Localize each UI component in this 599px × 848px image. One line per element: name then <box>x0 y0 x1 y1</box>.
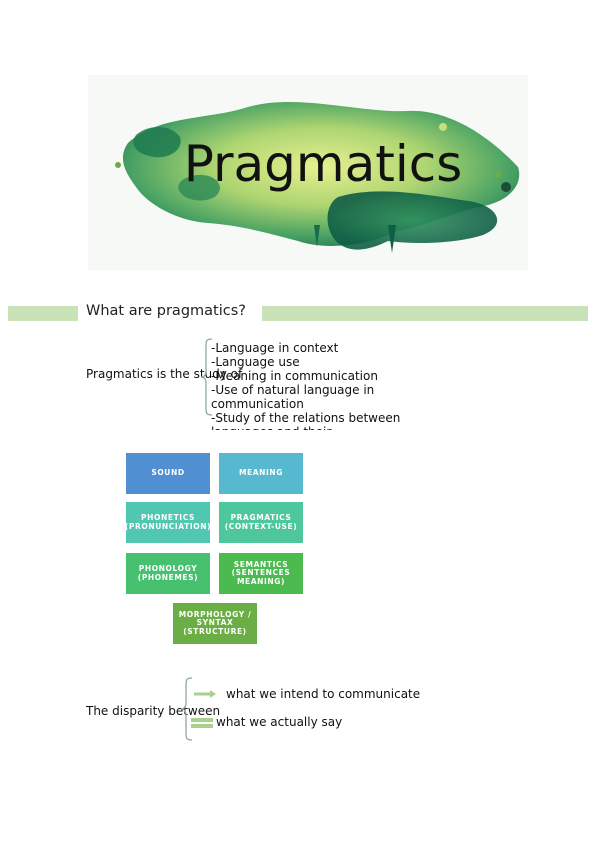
section-heading: What are pragmatics? <box>86 303 246 319</box>
box-meaning: MEANING <box>219 453 303 494</box>
heading-bar-right <box>262 306 588 321</box>
heading-bar-left <box>8 306 78 321</box>
definition-item: -Language in context <box>211 341 339 355</box>
box-phonology: PHONOLOGY (PHONEMES) <box>126 553 210 594</box>
definition-list: -Language in context -Language use -Mean… <box>211 341 401 430</box>
disparity-first: what we intend to communicate <box>226 687 421 701</box>
watercolor-splash-image <box>88 75 528 270</box>
box-semantics: SEMANTICS (SENTENCES MEANING) <box>219 553 303 594</box>
double-bar-icon <box>191 718 213 728</box>
definition-item: -Meaning in communication <box>211 369 378 383</box>
title-banner: Pragmatics <box>88 75 528 270</box>
box-pragmatics: PRAGMATICS (CONTEXT-USE) <box>219 502 303 543</box>
page-title: Pragmatics <box>183 134 463 193</box>
arrow-right-icon <box>194 690 216 698</box>
box-phonetics: PHONETICS (PRONUNCIATION) <box>125 502 211 543</box>
disparity-label: The disparity between <box>86 704 221 718</box>
definition-item: -Language use <box>211 355 300 369</box>
definition-item: -Study of the relations between language… <box>211 411 401 430</box>
disparity-second: what we actually say <box>216 715 343 729</box>
brace-icon <box>180 677 193 741</box>
box-sound: SOUND <box>126 453 210 494</box>
brace-icon <box>200 338 213 416</box>
box-morphology-syntax: MORPHOLOGY / SYNTAX (STRUCTURE) <box>173 603 257 644</box>
definition-item: -Use of natural language in communicatio… <box>211 383 375 411</box>
